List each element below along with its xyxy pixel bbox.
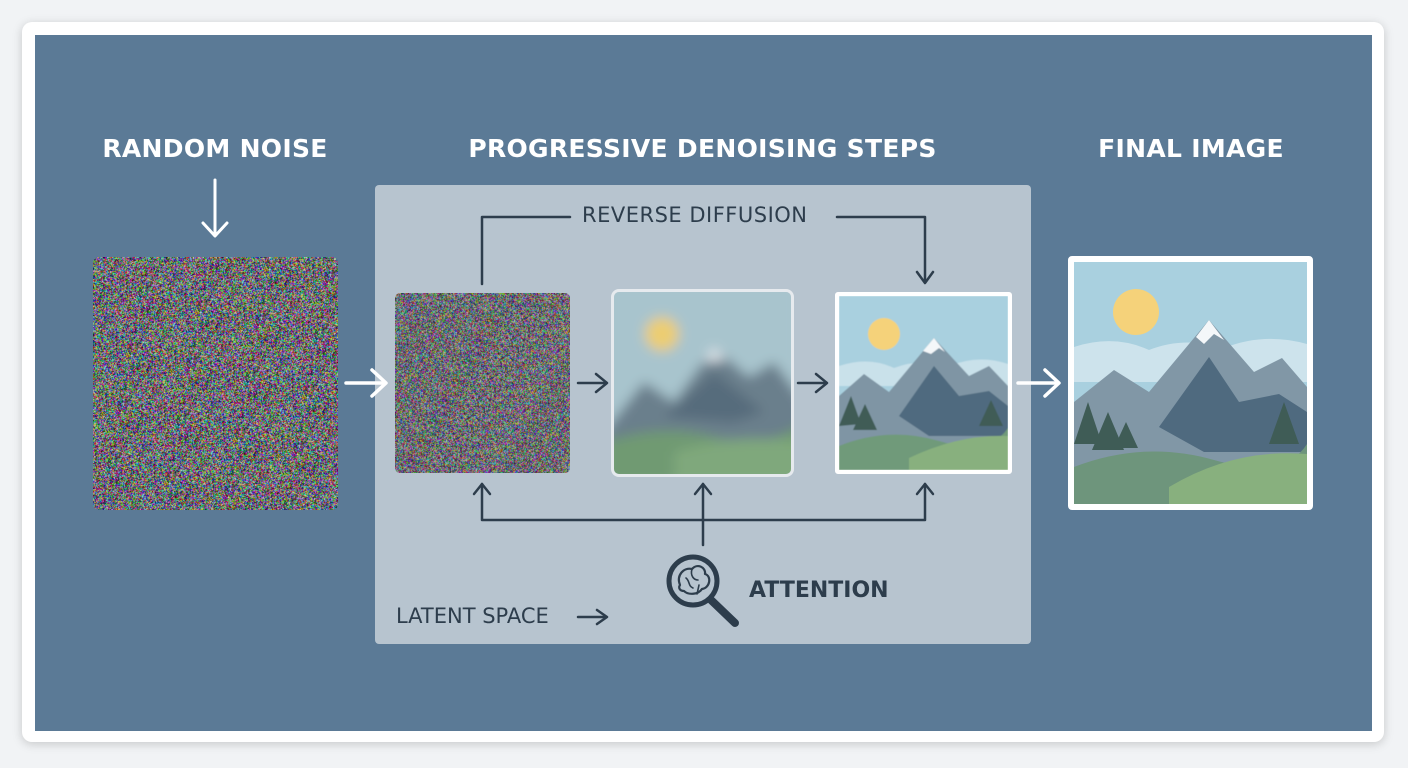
label-attention: ATTENTION: [749, 578, 889, 603]
sun-icon: [868, 318, 900, 350]
arrow-icon-step2-to-step3: [796, 372, 829, 394]
denoising-step-2-landscape: [614, 292, 791, 474]
denoising-step-3-landscape: [839, 296, 1008, 470]
denoising-step-1-canvas: [395, 293, 570, 473]
heading-random-noise: RANDOM NOISE: [102, 134, 328, 163]
attention-connector: [472, 482, 935, 547]
arrow-icon-latent-space: [576, 608, 609, 626]
brain-magnifier-icon: [666, 554, 739, 627]
sun-icon: [1113, 289, 1159, 335]
heading-final-image: FINAL IMAGE: [1098, 134, 1284, 163]
sun-icon: [645, 317, 679, 351]
random-noise-image: [93, 257, 338, 510]
label-latent-space: LATENT SPACE: [396, 604, 549, 628]
label-reverse-diffusion: REVERSE DIFFUSION: [582, 203, 808, 227]
denoising-step-2-image: [614, 292, 791, 474]
denoising-step-3-image: [835, 292, 1012, 474]
reverse-diffusion-connector: [480, 215, 935, 286]
final-image: [1068, 256, 1313, 510]
arrow-icon-step1-to-step2: [576, 372, 609, 394]
denoising-step-1-image: [395, 293, 570, 473]
arrow-icon-down: [201, 178, 229, 238]
arrow-icon-noise-to-step1: [344, 368, 388, 398]
arrow-icon-step3-to-final: [1016, 368, 1061, 398]
random-noise-canvas: [93, 257, 338, 510]
final-landscape: [1074, 262, 1307, 504]
heading-progressive-steps: PROGRESSIVE DENOISING STEPS: [468, 134, 937, 163]
